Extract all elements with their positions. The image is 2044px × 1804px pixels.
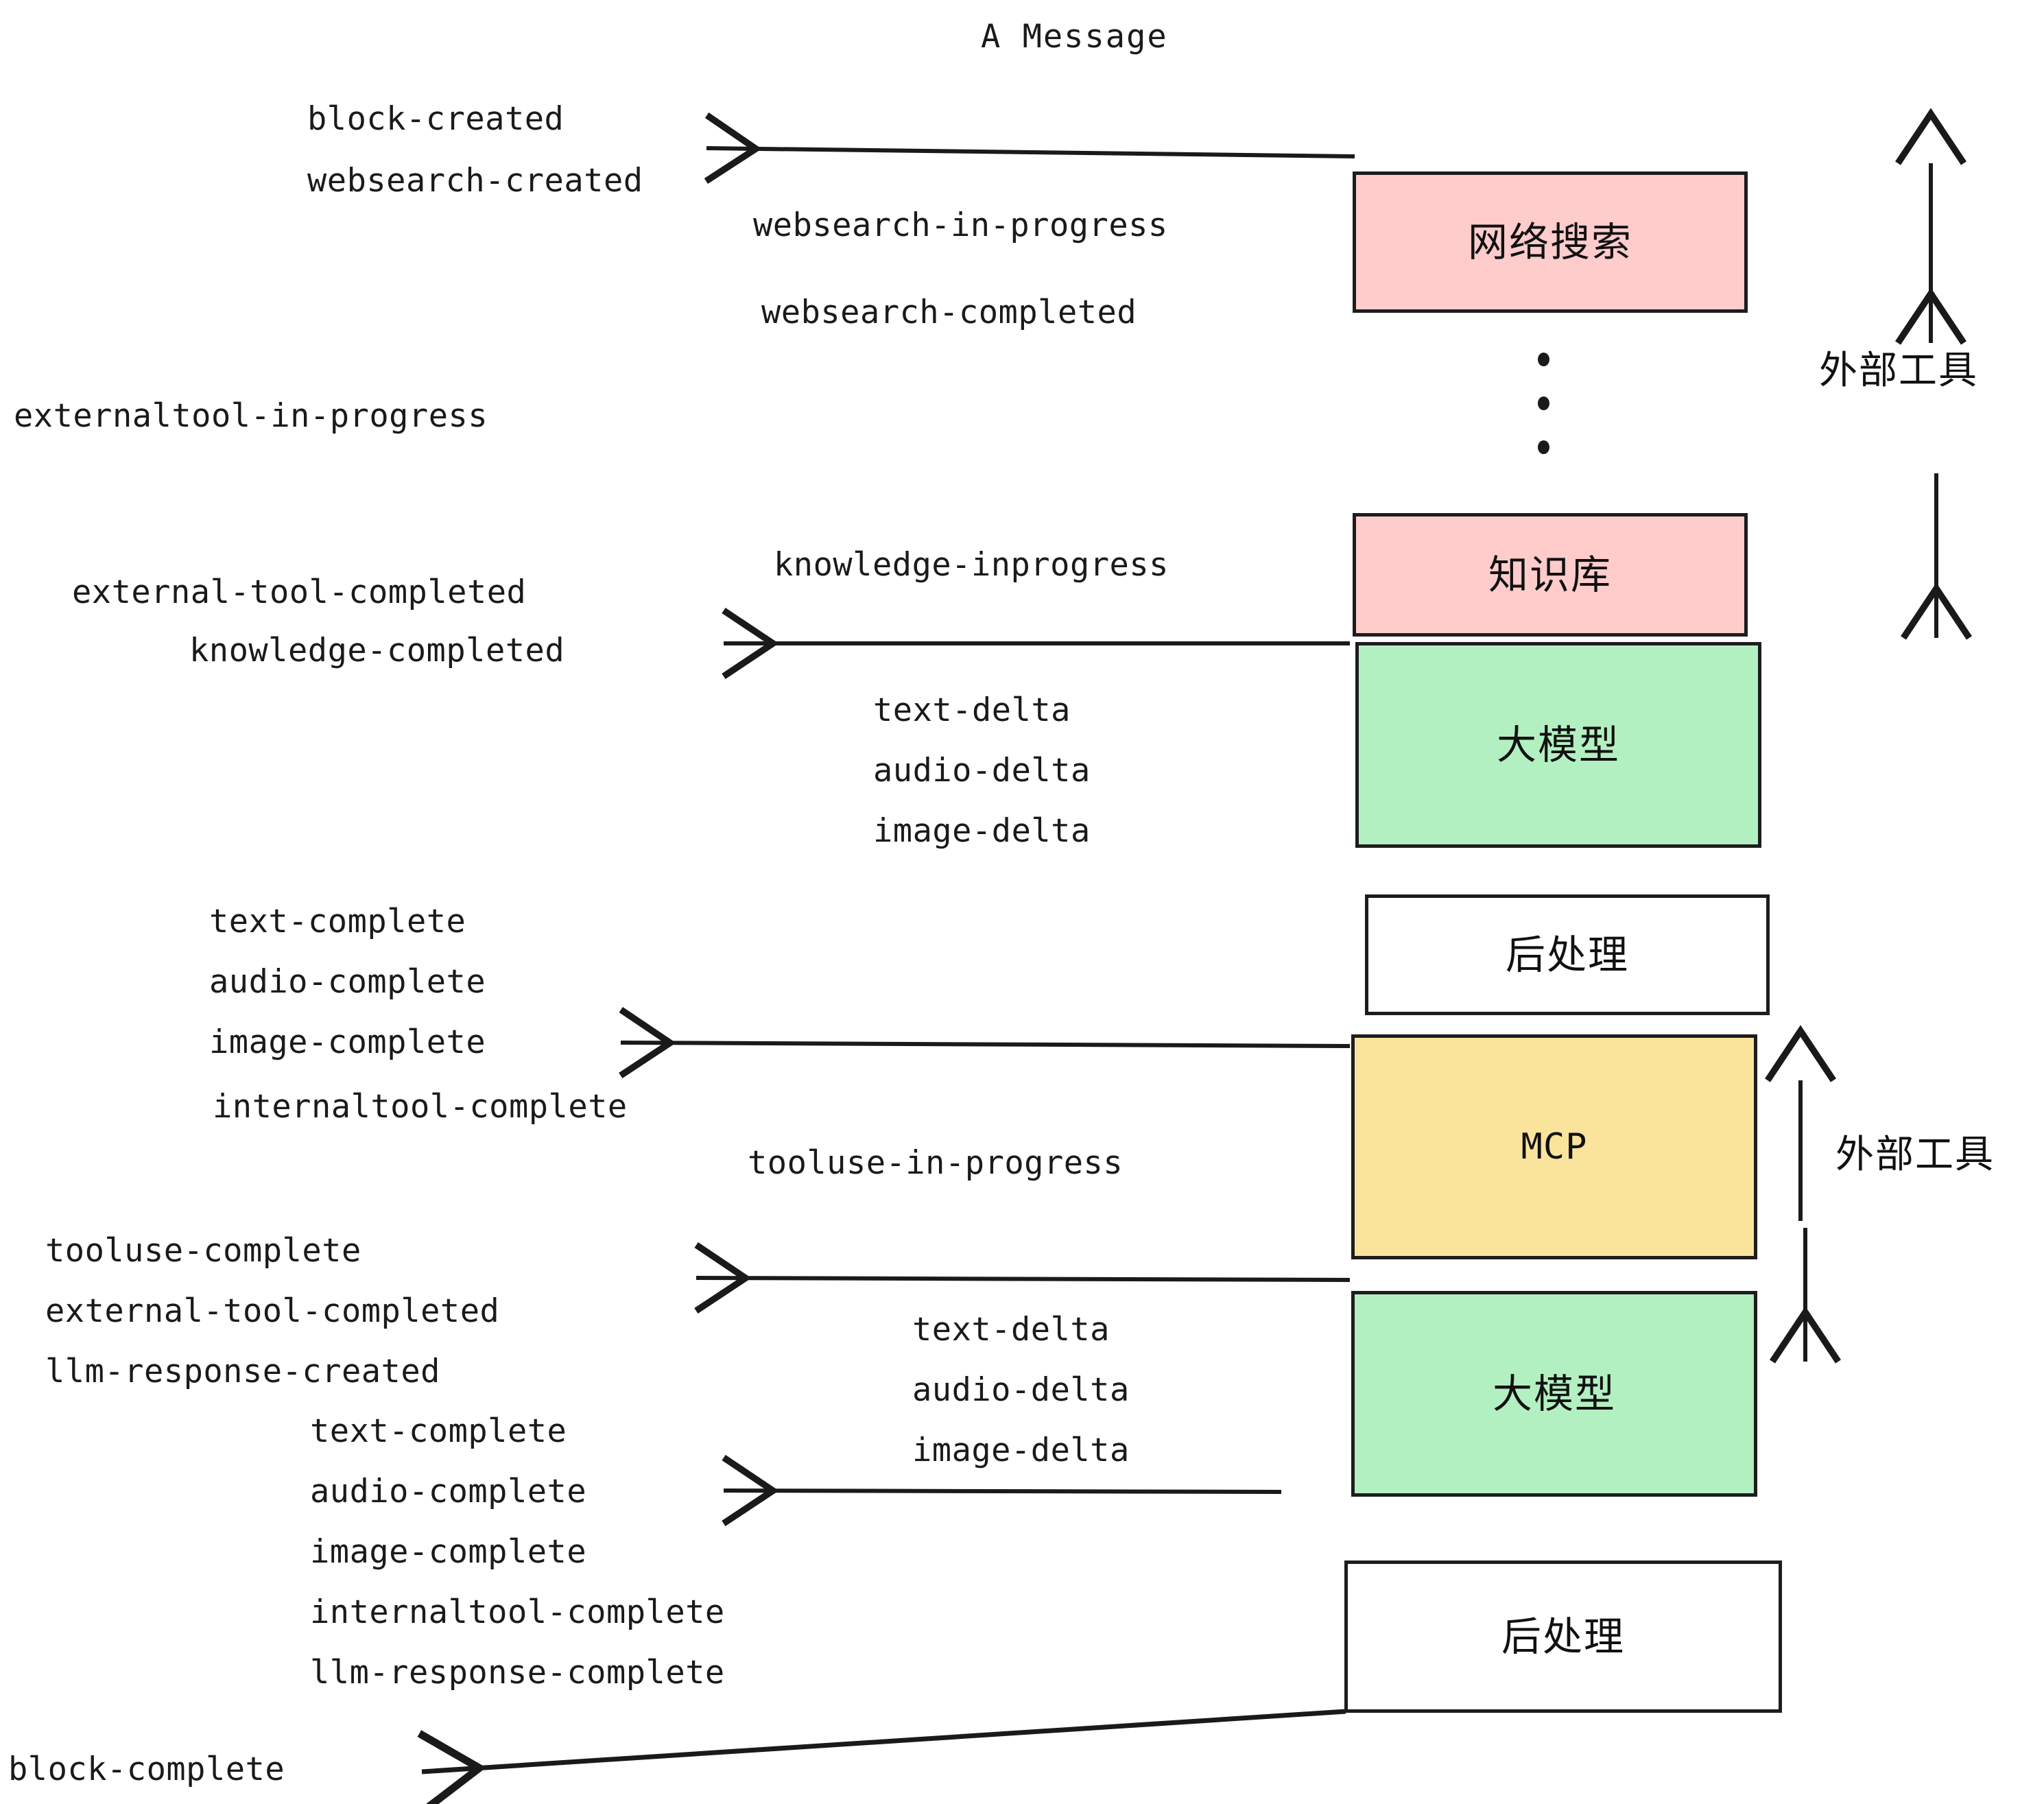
node-llm-1[interactable]: 大模型 (1355, 642, 1761, 848)
event-websearch-created: websearch-created (307, 162, 643, 200)
node-mcp[interactable]: MCP (1351, 1034, 1757, 1259)
event-image-delta-1: image-delta (873, 812, 1091, 850)
ellipsis-dots (1538, 353, 1549, 454)
event-externaltool-in-progress: externaltool-in-progress (14, 397, 488, 435)
event-text-complete-2: text-complete (310, 1412, 567, 1450)
arrow-image-complete (619, 1007, 1351, 1079)
event-tooluse-in-progress: tooluse-in-progress (748, 1144, 1124, 1182)
event-llm-response-created: llm-response-created (45, 1353, 440, 1390)
event-websearch-in-progress: websearch-in-progress (753, 206, 1168, 244)
node-postprocess-1[interactable]: 后处理 (1365, 894, 1770, 1015)
event-image-complete-2: image-complete (310, 1533, 587, 1571)
event-audio-delta-1: audio-delta (873, 752, 1091, 790)
event-tooluse-complete: tooluse-complete (45, 1232, 361, 1270)
dot-3 (1538, 440, 1549, 454)
event-audio-complete-2: audio-complete (310, 1473, 587, 1510)
node-knowledge-label: 知识库 (1488, 551, 1612, 598)
node-llm-2-label: 大模型 (1492, 1370, 1616, 1417)
node-llm-2[interactable]: 大模型 (1351, 1291, 1757, 1497)
node-mcp-label: MCP (1521, 1126, 1588, 1167)
node-postprocess-2-label: 后处理 (1501, 1613, 1625, 1660)
node-knowledge[interactable]: 知识库 (1353, 513, 1748, 637)
event-audio-complete-1: audio-complete (209, 963, 486, 1001)
event-block-created: block-created (307, 100, 565, 138)
dot-2 (1538, 396, 1549, 410)
arrow-audio-complete (722, 1455, 1282, 1527)
event-text-delta-2: text-delta (912, 1311, 1110, 1349)
node-websearch-label: 网络搜索 (1467, 219, 1632, 265)
node-postprocess-2[interactable]: 后处理 (1344, 1560, 1782, 1713)
arrow-websearch-created (704, 112, 1355, 185)
event-websearch-completed: websearch-completed (761, 294, 1137, 331)
event-block-complete: block-complete (8, 1750, 285, 1788)
dot-1 (1538, 353, 1549, 366)
event-external-tool-completed-2: external-tool-completed (45, 1292, 500, 1330)
node-llm-1-label: 大模型 (1496, 722, 1620, 768)
diagram-title: A Message (981, 18, 1168, 56)
event-knowledge-inprogress: knowledge-inprogress (774, 546, 1169, 584)
swimlane-label-external-tools-bottom: 外部工具 (1835, 1132, 1995, 1177)
event-knowledge-completed: knowledge-completed (189, 632, 565, 669)
arrow-tooluse-complete (694, 1242, 1351, 1314)
swimlane-label-external-tools-top: 外部工具 (1819, 348, 1978, 393)
event-text-delta-1: text-delta (873, 691, 1071, 729)
event-internaltool-complete-1: internaltool-complete (213, 1088, 628, 1126)
event-audio-delta-2: audio-delta (912, 1371, 1130, 1409)
event-text-complete-1: text-complete (209, 903, 466, 940)
event-internaltool-complete-2: internaltool-complete (310, 1593, 725, 1631)
event-external-tool-completed-1: external-tool-completed (72, 573, 527, 611)
node-websearch[interactable]: 网络搜索 (1353, 171, 1748, 313)
node-postprocess-1-label: 后处理 (1505, 931, 1629, 978)
event-image-delta-2: image-delta (912, 1432, 1130, 1469)
arrow-block-complete (417, 1709, 1346, 1804)
event-llm-response-complete: llm-response-complete (310, 1654, 725, 1692)
event-image-complete-1: image-complete (209, 1023, 486, 1061)
